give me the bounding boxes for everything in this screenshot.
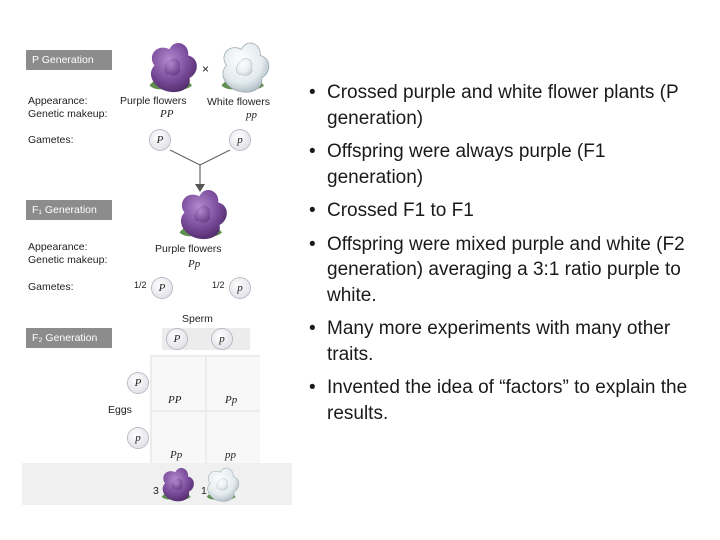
cross-arrow (169, 149, 231, 186)
p-generation-bar: P Generation (26, 50, 112, 70)
f1-appearance-label: Appearance: (28, 241, 88, 253)
p-genetic-label: Genetic makeup: (28, 108, 108, 120)
sperm-gamete-dominant: P (167, 329, 187, 349)
bullet-dot: • (309, 318, 316, 339)
punnett-cell: Pp (152, 412, 205, 465)
f1-genotype: Pp (188, 258, 201, 270)
punnett-cell: Pp (207, 357, 260, 410)
f1-gamete-1-fraction: 1/2 (134, 280, 147, 290)
bullet-item: • Invented the idea of “factors” to expla… (305, 375, 705, 426)
bullet-text: Crossed purple and white flower plants (… (327, 82, 679, 129)
punnett-cell-genotype: Pp (225, 394, 238, 406)
f1-generation-bar: F₁ Generation (26, 200, 112, 220)
sperm-label: Sperm (182, 313, 213, 325)
ratio-purple-flower-icon (161, 467, 194, 502)
f1-gamete-2-fraction: 1/2 (212, 280, 225, 290)
bullet-item: • Crossed F1 to F1 (305, 198, 705, 224)
mendel-cross-figure: P Generation × Appearance: Genetic makeu… (22, 40, 302, 505)
p-gamete-dominant: P (150, 130, 170, 150)
p-gamete-recessive: p (230, 130, 250, 150)
egg-gamete-dominant: P (128, 373, 148, 393)
punnett-cell: PP (152, 357, 205, 410)
p-gametes-label: Gametes: (28, 134, 74, 146)
bullet-text: Invented the idea of “factors” to explai… (327, 377, 688, 424)
figure-graphics (149, 42, 270, 450)
bullet-text: Many more experiments with many other tr… (327, 318, 671, 365)
ratio-purple-count: 3 (153, 485, 159, 497)
white-flower-p-icon (221, 42, 270, 93)
bullet-item: • Crossed purple and white flower plants … (305, 80, 705, 131)
bullet-list: • Crossed purple and white flower plants … (305, 80, 705, 434)
bullet-dot: • (309, 200, 316, 221)
f2-generation-bar: F₂ Generation (26, 328, 112, 348)
sperm-gamete-recessive: p (212, 329, 232, 349)
f1-gamete-recessive: p (230, 278, 250, 298)
egg-gamete-recessive: p (128, 428, 148, 448)
purple-flower-f1-icon (179, 189, 227, 240)
purple-flower-p-icon (149, 42, 197, 93)
bullet-item: • Offspring were always purple (F1 genera… (305, 139, 705, 190)
bullet-text: Offspring were always purple (F1 generat… (327, 141, 606, 188)
bullet-item: • Offspring were mixed purple and white (… (305, 232, 705, 309)
f1-genetic-label: Genetic makeup: (28, 254, 108, 266)
white-flowers-label: White flowers (207, 96, 271, 108)
down-arrow-icon (195, 184, 205, 192)
bullet-dot: • (309, 82, 316, 103)
bullet-dot: • (309, 377, 316, 398)
bullet-dot: • (309, 141, 316, 162)
ratio-strip: 3 1 (22, 463, 292, 505)
ratio-graphics (161, 467, 240, 502)
cross-symbol: × (202, 62, 210, 76)
p-appearance-label: Appearance: (28, 95, 88, 107)
punnett-cell-genotype: PP (168, 394, 182, 406)
f1-gamete-dominant: P (152, 278, 172, 298)
punnett-cell-genotype: pp (225, 449, 236, 461)
ratio-white-flower-icon (206, 467, 240, 502)
f1-flowers-label: Purple flowers (155, 243, 222, 255)
bullet-item: • Many more experiments with many other t… (305, 316, 705, 367)
bullet-text: Offspring were mixed purple and white (F… (327, 233, 685, 306)
pp-white-genotype: pp (246, 109, 257, 121)
punnett-cell-genotype: Pp (170, 449, 183, 461)
punnett-square: PP Pp Pp pp (150, 355, 260, 465)
eggs-label: Eggs (108, 404, 132, 416)
ratio-white-count: 1 (201, 485, 207, 497)
pp-purple-genotype: PP (160, 108, 174, 120)
bullet-dot: • (309, 233, 316, 255)
bullet-text: Crossed F1 to F1 (327, 200, 474, 221)
punnett-cell: pp (207, 412, 260, 465)
purple-flowers-label: Purple flowers (120, 95, 187, 107)
f1-gametes-label: Gametes: (28, 281, 74, 293)
